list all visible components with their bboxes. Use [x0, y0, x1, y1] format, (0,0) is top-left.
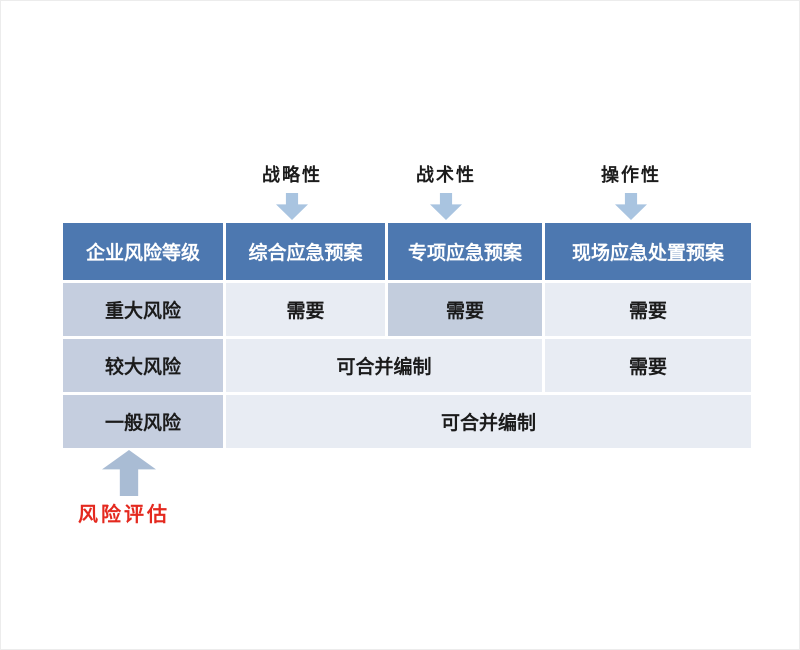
- operational-label: 操作性: [601, 165, 661, 186]
- row-larger-risk-level: 较大风险: [63, 339, 223, 392]
- row-general-risk-level: 一般风险: [63, 395, 223, 448]
- row-major-risk-level: 重大风险: [63, 283, 223, 336]
- arrow-up-icon: [102, 450, 156, 496]
- arrow-down-icon: [615, 193, 647, 220]
- arrow-down-icon: [430, 193, 462, 220]
- header-special-plan: 专项应急预案: [388, 223, 542, 280]
- risk-assessment-label: 风险评估: [78, 502, 170, 526]
- row-major-onsite-cell: 需要: [545, 283, 751, 336]
- header-comprehensive-plan: 综合应急预案: [226, 223, 385, 280]
- risk-plan-table: 企业风险等级 综合应急预案 专项应急预案 现场应急处置预案 重大风险 需要 需要…: [63, 223, 751, 448]
- arrow-down-icon: [276, 193, 308, 220]
- strategic-label: 战略性: [262, 165, 322, 186]
- header-risk-level: 企业风险等级: [63, 223, 223, 280]
- annotation-strategic: 战略性: [232, 161, 352, 220]
- row-larger-merged-cell: 可合并编制: [226, 339, 542, 392]
- header-onsite-plan: 现场应急处置预案: [545, 223, 751, 280]
- row-major-comprehensive-cell: 需要: [226, 283, 385, 336]
- annotation-operational: 操作性: [571, 161, 691, 220]
- annotation-tactical: 战术性: [386, 161, 506, 220]
- row-general-merged-cell: 可合并编制: [226, 395, 751, 448]
- tactical-label: 战术性: [416, 165, 476, 186]
- row-larger-onsite-cell: 需要: [545, 339, 751, 392]
- row-major-special-cell: 需要: [388, 283, 542, 336]
